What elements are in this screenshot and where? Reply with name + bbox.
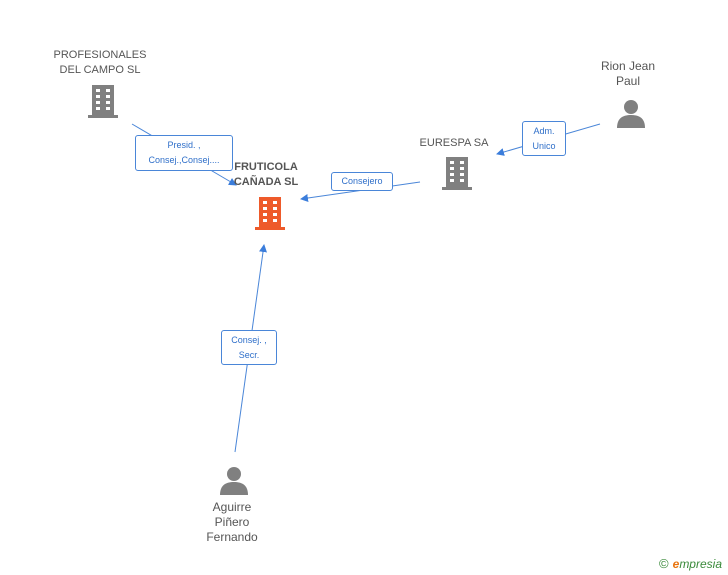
- edge-label-rion-eurespa[interactable]: Adm. Unico: [522, 121, 566, 156]
- node-label-line: Piñero: [214, 515, 250, 529]
- edge-label-line: Presid. ,: [167, 140, 201, 150]
- building-icon[interactable]: [87, 84, 119, 118]
- node-label-eurespa: EURESPA SA: [404, 136, 504, 151]
- edge-label-line: Consejero: [341, 176, 383, 186]
- node-label-line: CAÑADA SL: [233, 176, 299, 188]
- edge-label-aguirre-fruticola[interactable]: Consej. , Secr.: [221, 330, 277, 365]
- node-label-line: DEL CAMPO SL: [59, 64, 141, 76]
- person-icon[interactable]: [219, 466, 249, 495]
- main-building-icon[interactable]: [254, 196, 286, 230]
- node-label-fruticola: FRUTICOLA CAÑADA SL: [216, 160, 316, 190]
- person-icon[interactable]: [616, 99, 646, 128]
- edge-label-profesionales-fruticola[interactable]: Presid. , Consej.,Consej....: [135, 135, 233, 171]
- copyright-symbol: ©: [659, 556, 669, 571]
- edge-label-line: Unico: [532, 141, 556, 151]
- edge-label-line: Adm.: [533, 126, 555, 136]
- node-label-rion: Rion Jean Paul: [580, 59, 676, 89]
- empresia-logo: ©empresia: [659, 556, 722, 571]
- node-label-profesionales: PROFESIONALES DEL CAMPO SL: [40, 48, 160, 78]
- node-label-line: EURESPA SA: [419, 137, 489, 149]
- edge-label-line: Consej.,Consej....: [148, 155, 220, 165]
- brand-name: mpresia: [679, 557, 722, 571]
- node-label-line: PROFESIONALES: [53, 49, 147, 61]
- node-label-line: Aguirre: [212, 500, 252, 514]
- node-label-aguirre: Aguirre Piñero Fernando: [184, 500, 280, 545]
- node-label-line: FRUTICOLA: [234, 161, 298, 173]
- edge-label-line: Consej. ,: [231, 335, 267, 345]
- edge-label-eurespa-fruticola[interactable]: Consejero: [331, 172, 393, 191]
- edge-label-line: Secr.: [238, 350, 260, 360]
- brand-initial: e: [672, 557, 680, 571]
- node-label-line: Fernando: [206, 530, 258, 544]
- node-label-line: Paul: [615, 74, 641, 88]
- node-label-line: Rion Jean: [600, 59, 656, 73]
- building-icon[interactable]: [441, 156, 473, 190]
